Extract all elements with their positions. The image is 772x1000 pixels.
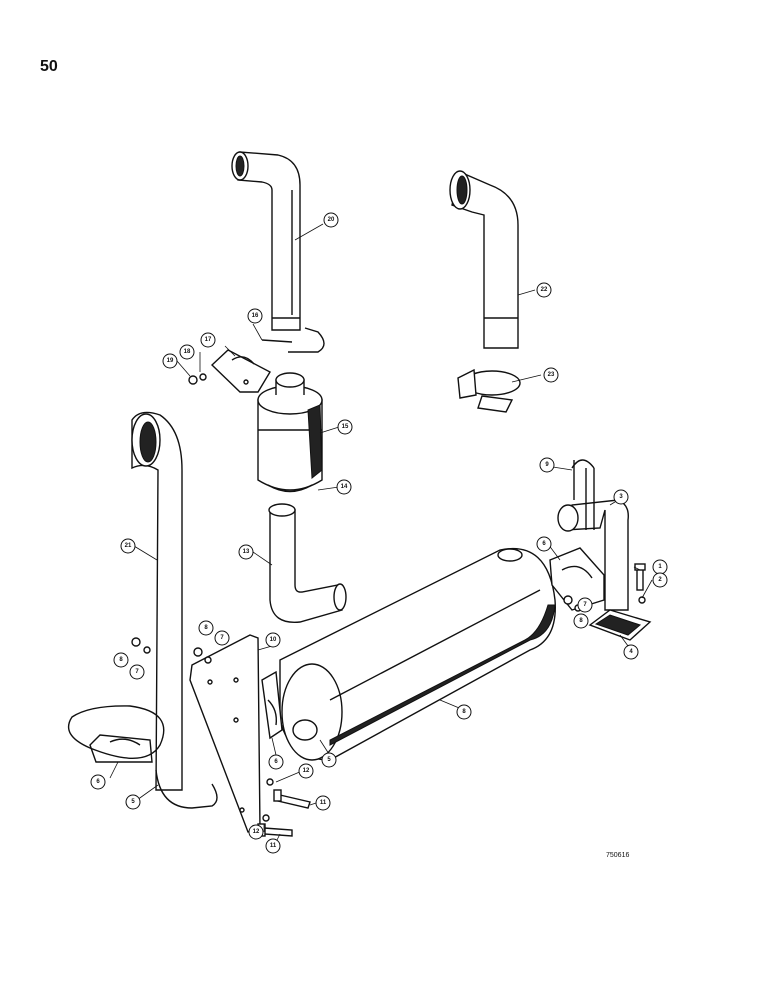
callout-8-left: 8 <box>113 652 129 668</box>
muffler-cap-15 <box>257 372 323 493</box>
callout-7-right: 7 <box>577 597 593 613</box>
callout-7-upper-left: 7 <box>214 630 230 646</box>
callout-10: 10 <box>265 632 281 648</box>
callout-2: 2 <box>652 572 668 588</box>
svg-text:18: 18 <box>184 349 191 355</box>
callout-6-left: 6 <box>90 774 106 790</box>
svg-text:3: 3 <box>619 494 623 500</box>
bracket-6-left <box>67 705 165 763</box>
svg-text:6: 6 <box>542 541 546 547</box>
callout-11-lower: 11 <box>265 838 281 854</box>
callout-8-right: 8 <box>573 613 589 629</box>
stack-pipe-20 <box>231 151 301 331</box>
callout-20: 20 <box>323 212 339 228</box>
svg-text:13: 13 <box>243 549 250 555</box>
callout-19: 19 <box>162 353 178 369</box>
svg-text:2: 2 <box>658 577 662 583</box>
callout-3: 3 <box>613 489 629 505</box>
callout-11-upper: 11 <box>315 795 331 811</box>
callout-8-muffler: 8 <box>456 704 472 720</box>
callout-8-upper-left: 8 <box>198 620 214 636</box>
svg-text:16: 16 <box>252 313 259 319</box>
svg-text:20: 20 <box>328 217 335 223</box>
svg-text:11: 11 <box>320 800 327 806</box>
svg-text:5: 5 <box>131 799 135 805</box>
svg-text:12: 12 <box>303 768 310 774</box>
svg-text:6: 6 <box>96 779 100 785</box>
bracket-17 <box>210 349 271 393</box>
callout-13: 13 <box>238 544 254 560</box>
page-number: 50 <box>40 58 58 75</box>
svg-text:5: 5 <box>327 757 331 763</box>
svg-text:8: 8 <box>579 618 583 624</box>
callout-5-front: 5 <box>321 752 337 768</box>
callout-1: 1 <box>652 559 668 575</box>
svg-text:21: 21 <box>125 543 132 549</box>
callout-9: 9 <box>539 457 555 473</box>
svg-text:1: 1 <box>658 564 662 570</box>
elbow-3 <box>557 459 629 611</box>
callout-23: 23 <box>543 367 559 383</box>
svg-text:7: 7 <box>135 669 139 675</box>
callout-4: 4 <box>623 644 639 660</box>
mounting-bracket-10 <box>189 634 261 833</box>
callout-15: 15 <box>337 419 353 435</box>
svg-text:8: 8 <box>462 709 466 715</box>
svg-text:23: 23 <box>548 372 555 378</box>
callout-22: 22 <box>536 282 552 298</box>
callout-6-right: 6 <box>536 536 552 552</box>
callout-12-lower: 12 <box>248 824 264 840</box>
svg-text:22: 22 <box>541 287 548 293</box>
callout-12-upper: 12 <box>298 763 314 779</box>
svg-text:4: 4 <box>629 649 633 655</box>
svg-text:7: 7 <box>220 635 224 641</box>
callout-14: 14 <box>336 479 352 495</box>
callout-6-front: 6 <box>268 754 284 770</box>
svg-text:8: 8 <box>119 657 123 663</box>
svg-text:17: 17 <box>205 337 212 343</box>
stack-pipe-21 <box>131 411 218 809</box>
callout-17: 17 <box>200 332 216 348</box>
callout-18: 18 <box>179 344 195 360</box>
bracket-6-front <box>261 670 283 740</box>
callout-7-left: 7 <box>129 664 145 680</box>
leader-lines <box>109 223 653 845</box>
stack-pipe-22 <box>449 170 519 349</box>
muffler-8 <box>279 548 556 761</box>
nut-washers-left <box>131 637 212 664</box>
svg-text:7: 7 <box>583 602 587 608</box>
svg-text:9: 9 <box>545 462 549 468</box>
svg-text:14: 14 <box>341 484 348 490</box>
gasket-4 <box>588 609 652 641</box>
svg-text:10: 10 <box>270 637 277 643</box>
u-bolt-16 <box>261 327 325 353</box>
elbow-pipe-13 <box>268 503 347 624</box>
svg-text:11: 11 <box>270 843 277 849</box>
svg-text:8: 8 <box>204 625 208 631</box>
reference-code: 750616 <box>606 852 630 859</box>
svg-text:19: 19 <box>167 358 174 364</box>
bracket-6-right <box>549 547 605 611</box>
svg-text:12: 12 <box>253 829 260 835</box>
bolt-11-upper <box>266 778 311 809</box>
callout-21: 21 <box>120 538 136 554</box>
callout-16: 16 <box>247 308 263 324</box>
svg-text:6: 6 <box>274 759 278 765</box>
clamp-23 <box>457 368 521 413</box>
svg-text:15: 15 <box>342 424 349 430</box>
callout-5-left: 5 <box>125 794 141 810</box>
nut-washer-18-19 <box>188 373 207 385</box>
